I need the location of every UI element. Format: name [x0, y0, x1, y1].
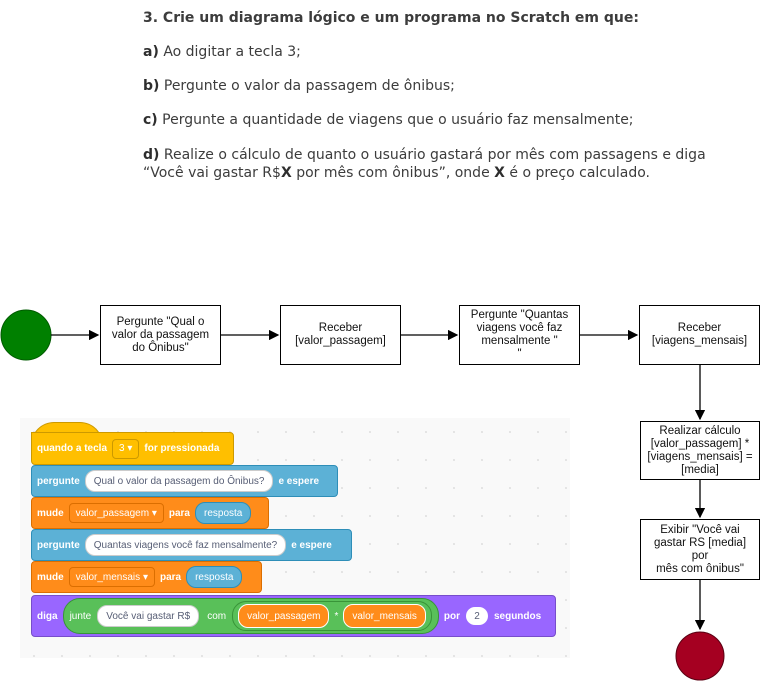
- block-label: for pressionada: [144, 443, 220, 454]
- flow-node-pergunte-valor: Pergunte "Qual o valor da passagem do Ôn…: [100, 305, 221, 365]
- key-dropdown[interactable]: 3 ▾: [112, 438, 140, 459]
- chevron-down-icon: ▾: [151, 507, 157, 519]
- block-label: quando a tecla: [37, 443, 108, 454]
- say-for-seconds-block[interactable]: diga junte Você vai gastar R$ com valor_…: [31, 595, 556, 637]
- flow-node-calculo: Realizar cálculo [valor_passagem] * [via…: [640, 421, 760, 480]
- block-label: pergunte: [37, 539, 80, 551]
- flow-node-exibir: Exibir "Você vai gastar RS [media] por m…: [640, 519, 760, 580]
- item-x: X: [280, 165, 292, 181]
- set-variable-block[interactable]: mude valor_passagem ▾ para resposta: [31, 497, 269, 529]
- block-label: para: [168, 507, 190, 519]
- item-text: Ao digitar a tecla 3;: [163, 44, 301, 60]
- item-text: Pergunte o valor da passagem de ônibus;: [163, 78, 455, 94]
- block-label: pergunte: [37, 475, 80, 487]
- block-label: mude: [37, 507, 64, 519]
- flow-node-receber-viagens: Receber [viagens_mensais]: [639, 305, 760, 365]
- item-letter: c): [143, 112, 158, 128]
- item-text: por mês com ônibus”, onde: [291, 165, 495, 181]
- join-text-input[interactable]: Você vai gastar R$: [97, 605, 200, 627]
- block-label: e espere: [291, 539, 332, 551]
- when-key-pressed-block[interactable]: quando a tecla 3 ▾ for pressionada: [31, 432, 234, 465]
- item-letter: a): [143, 44, 159, 60]
- item-x: X: [494, 165, 505, 181]
- item-letter: b): [143, 78, 160, 94]
- ask-text-input[interactable]: Qual o valor da passagem do Ônibus?: [84, 470, 274, 492]
- item-letter: d): [143, 147, 160, 163]
- variable-dropdown[interactable]: valor_passagem ▾: [68, 503, 164, 523]
- question-item-a: a) Ao digitar a tecla 3;: [143, 43, 301, 61]
- end-node: [675, 631, 725, 681]
- question-item-b: b) Pergunte o valor da passagem de ônibu…: [143, 77, 455, 95]
- block-label: mude: [37, 571, 64, 583]
- key-value: 3: [119, 443, 125, 454]
- block-label: segundos: [493, 610, 542, 622]
- flow-node-pergunte-viagens: Pergunte "Quantas viagens você faz mensa…: [459, 305, 580, 365]
- start-node: [0, 309, 52, 361]
- variable-dropdown[interactable]: valor_mensais ▾: [68, 567, 155, 587]
- block-label: junte: [69, 610, 92, 622]
- set-variable-block[interactable]: mude valor_mensais ▾ para resposta: [31, 561, 262, 593]
- block-label: com: [207, 610, 227, 622]
- answer-reporter[interactable]: resposta: [194, 502, 252, 524]
- chevron-down-icon: ▾: [127, 443, 133, 454]
- ask-and-wait-block[interactable]: pergunte Quantas viagens você faz mensal…: [31, 529, 352, 561]
- block-label: por: [443, 610, 460, 622]
- multiply-operator[interactable]: valor_passagem * valor_mensais: [232, 601, 432, 631]
- item-text: Pergunte a quantidade de viagens que o u…: [162, 112, 634, 128]
- question-item-d: d) Realize o cálculo de quanto o usuário…: [143, 146, 706, 182]
- item-text: “Você vai gastar R$: [143, 165, 281, 181]
- block-label: *: [334, 610, 339, 622]
- scratch-code-area: quando a tecla 3 ▾ for pressionada pergu…: [20, 418, 570, 658]
- variable-name: valor_passagem: [75, 507, 150, 519]
- flow-node-receber-valor: Receber [valor_passagem]: [280, 305, 401, 365]
- variable-reporter[interactable]: valor_passagem: [238, 604, 330, 628]
- block-label: e espere: [278, 475, 320, 487]
- variable-reporter[interactable]: valor_mensais: [343, 604, 426, 628]
- question-title: 3. Crie um diagrama lógico e um programa…: [143, 10, 639, 26]
- item-text: é o preço calculado.: [504, 165, 650, 181]
- chevron-down-icon: ▾: [142, 571, 148, 583]
- seconds-input[interactable]: 2: [465, 607, 488, 625]
- block-label: para: [159, 571, 182, 583]
- question-item-c: c) Pergunte a quantidade de viagens que …: [143, 111, 634, 129]
- block-label: diga: [37, 610, 58, 622]
- answer-reporter[interactable]: resposta: [186, 566, 243, 588]
- ask-text-input[interactable]: Quantas viagens você faz mensalmente?: [84, 534, 287, 556]
- join-operator[interactable]: junte Você vai gastar R$ com valor_passa…: [62, 598, 439, 634]
- ask-and-wait-block[interactable]: pergunte Qual o valor da passagem do Ôni…: [31, 465, 338, 497]
- variable-name: valor_mensais: [75, 571, 141, 583]
- item-text: Realize o cálculo de quanto o usuário ga…: [163, 147, 706, 163]
